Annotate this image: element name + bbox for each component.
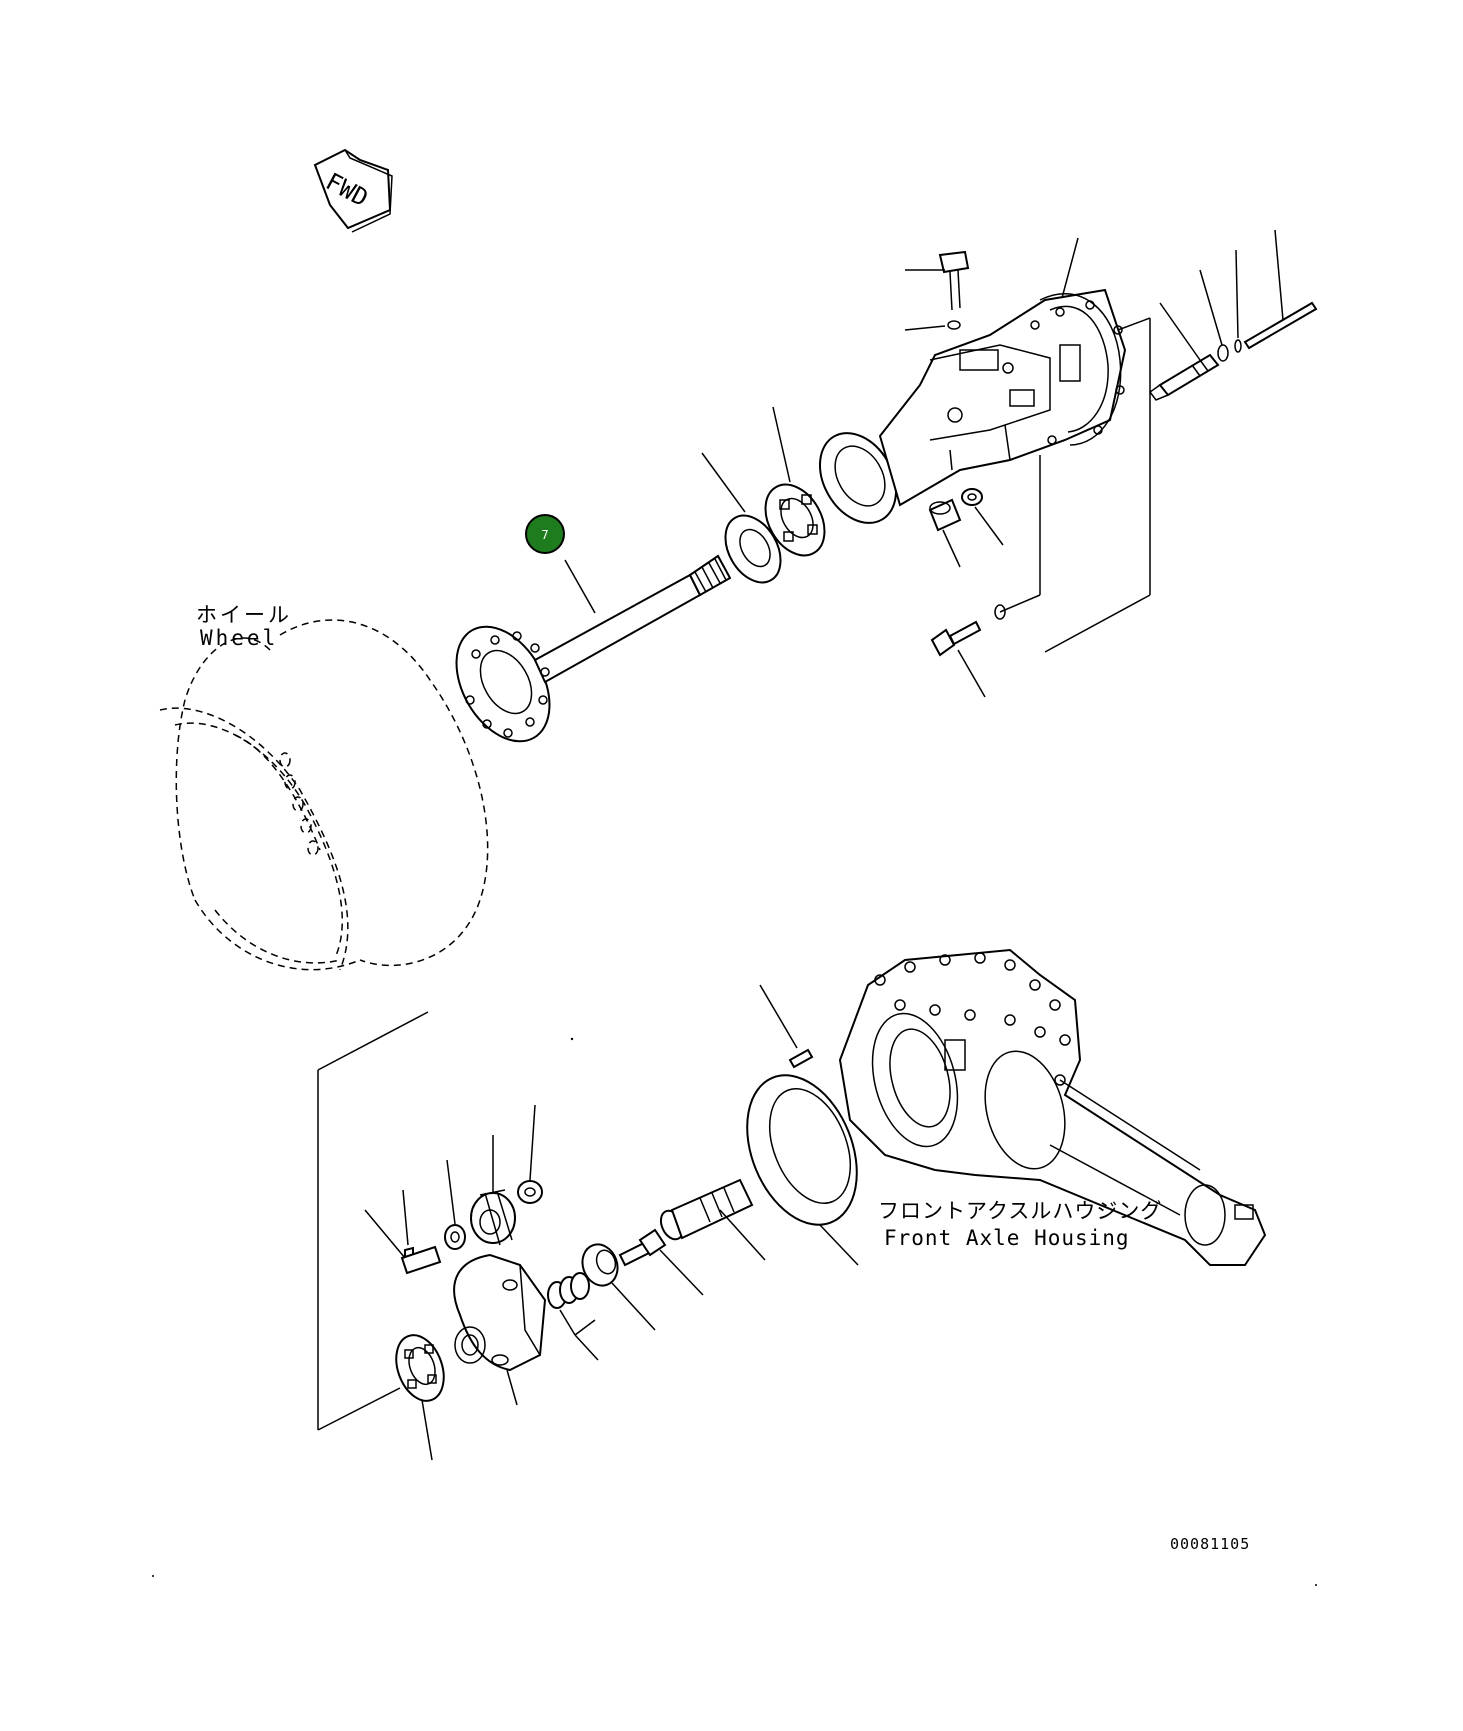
spacer[interactable] xyxy=(928,498,962,532)
side-gear[interactable] xyxy=(577,1239,623,1290)
o-ring-small[interactable] xyxy=(947,320,961,330)
wheel-label-jp: ホイール xyxy=(196,603,292,627)
breather-bolt[interactable] xyxy=(938,250,970,311)
callout-7-number: 7 xyxy=(541,528,548,542)
pinion-nut[interactable] xyxy=(517,1180,543,1204)
wheel-bearing[interactable] xyxy=(753,474,836,566)
callout-7-marker[interactable]: 7 xyxy=(525,514,565,554)
nut[interactable] xyxy=(961,488,983,506)
housing-label-jp: フロントアクスルハウジング xyxy=(878,1199,1162,1223)
differential-case[interactable] xyxy=(453,1253,547,1372)
dowel-pin[interactable] xyxy=(788,1048,814,1069)
differential-bearing[interactable] xyxy=(388,1329,453,1408)
drawing-number: 00081105 xyxy=(1170,1535,1250,1553)
axle-shaft[interactable] xyxy=(437,554,732,758)
housing-label-en: Front Axle Housing xyxy=(884,1226,1130,1250)
fwd-label: FWD xyxy=(321,167,372,212)
washer-small[interactable] xyxy=(1234,339,1242,353)
hex-bolt[interactable] xyxy=(930,620,982,657)
wheel-label-en: Wheel xyxy=(200,626,278,650)
axle-housing-assembly[interactable] xyxy=(805,288,1127,537)
sun-gear-shaft[interactable] xyxy=(657,1178,754,1243)
pin-2[interactable] xyxy=(400,1245,442,1275)
ring-gear[interactable] xyxy=(726,1059,877,1241)
thrust-washer[interactable] xyxy=(714,506,792,592)
lock-washer[interactable] xyxy=(994,604,1006,620)
stud-o-ring[interactable] xyxy=(1217,344,1229,362)
pinion-gear[interactable] xyxy=(470,1189,516,1246)
shim-washers[interactable] xyxy=(547,1272,590,1309)
ring-gear-bolt[interactable] xyxy=(618,1228,667,1267)
front-axle-housing[interactable] xyxy=(838,948,1267,1266)
thrust-washer-small[interactable] xyxy=(444,1224,466,1250)
wheel-outline xyxy=(159,619,489,971)
drain-plug-stud[interactable] xyxy=(1148,353,1220,401)
long-rod[interactable] xyxy=(1243,301,1318,350)
fwd-arrow-icon: FWD xyxy=(313,148,393,233)
